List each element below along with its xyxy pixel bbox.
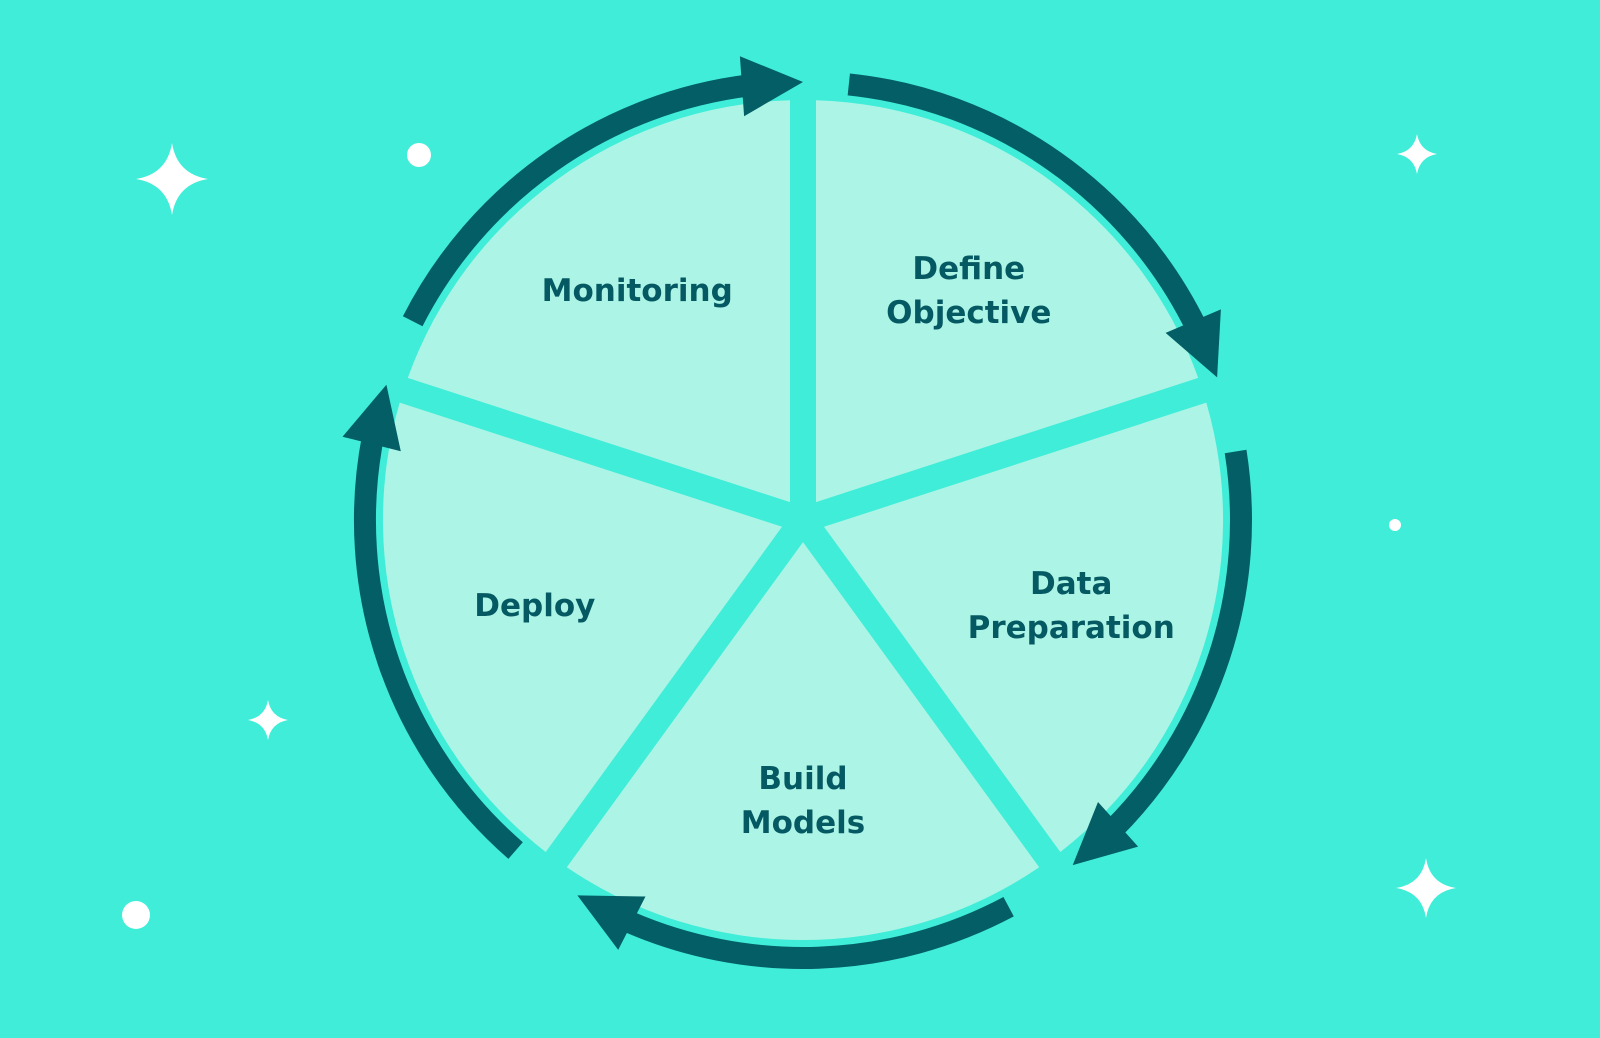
stage-label-line: Data	[1030, 566, 1112, 602]
decorations	[122, 134, 1456, 929]
stage-label-deploy: Deploy	[474, 588, 595, 624]
arrowhead-icon	[342, 384, 401, 452]
arrow-arc	[847, 73, 1207, 333]
segment-data-preparation	[824, 402, 1224, 852]
stage-label-line: Build	[758, 761, 847, 797]
segment-build-models	[566, 542, 1040, 941]
arrowhead-icon	[1072, 802, 1139, 866]
stage-label-line: Monitoring	[542, 272, 733, 308]
sparkle-icon	[1396, 858, 1456, 918]
arrow-arc	[1104, 449, 1252, 838]
dot-icon	[1389, 519, 1401, 531]
stage-label-line: Models	[741, 805, 865, 841]
arrow-arc	[353, 434, 523, 859]
arrow-arc	[402, 74, 751, 327]
stage-label-line: Define	[912, 250, 1025, 286]
segment-deploy	[382, 402, 782, 852]
arrowhead-icon	[739, 56, 803, 117]
stage-label-monitoring: Monitoring	[542, 272, 733, 308]
segment-define-objective	[816, 100, 1199, 503]
cycle-arrows	[342, 56, 1252, 969]
segment-monitoring	[407, 100, 790, 503]
sparkle-icon	[136, 143, 208, 215]
dot-icon	[407, 143, 431, 167]
stage-label-line: Preparation	[968, 610, 1175, 646]
sparkle-icon	[248, 700, 288, 740]
arrowhead-icon	[577, 895, 646, 950]
stage-label-line: Deploy	[474, 588, 595, 624]
sparkle-icon	[1397, 134, 1437, 174]
arrow-arc	[620, 896, 1014, 969]
cycle-segments	[382, 100, 1224, 941]
dot-icon	[122, 901, 150, 929]
stage-label-line: Objective	[886, 294, 1051, 330]
arrowhead-icon	[1165, 309, 1221, 378]
